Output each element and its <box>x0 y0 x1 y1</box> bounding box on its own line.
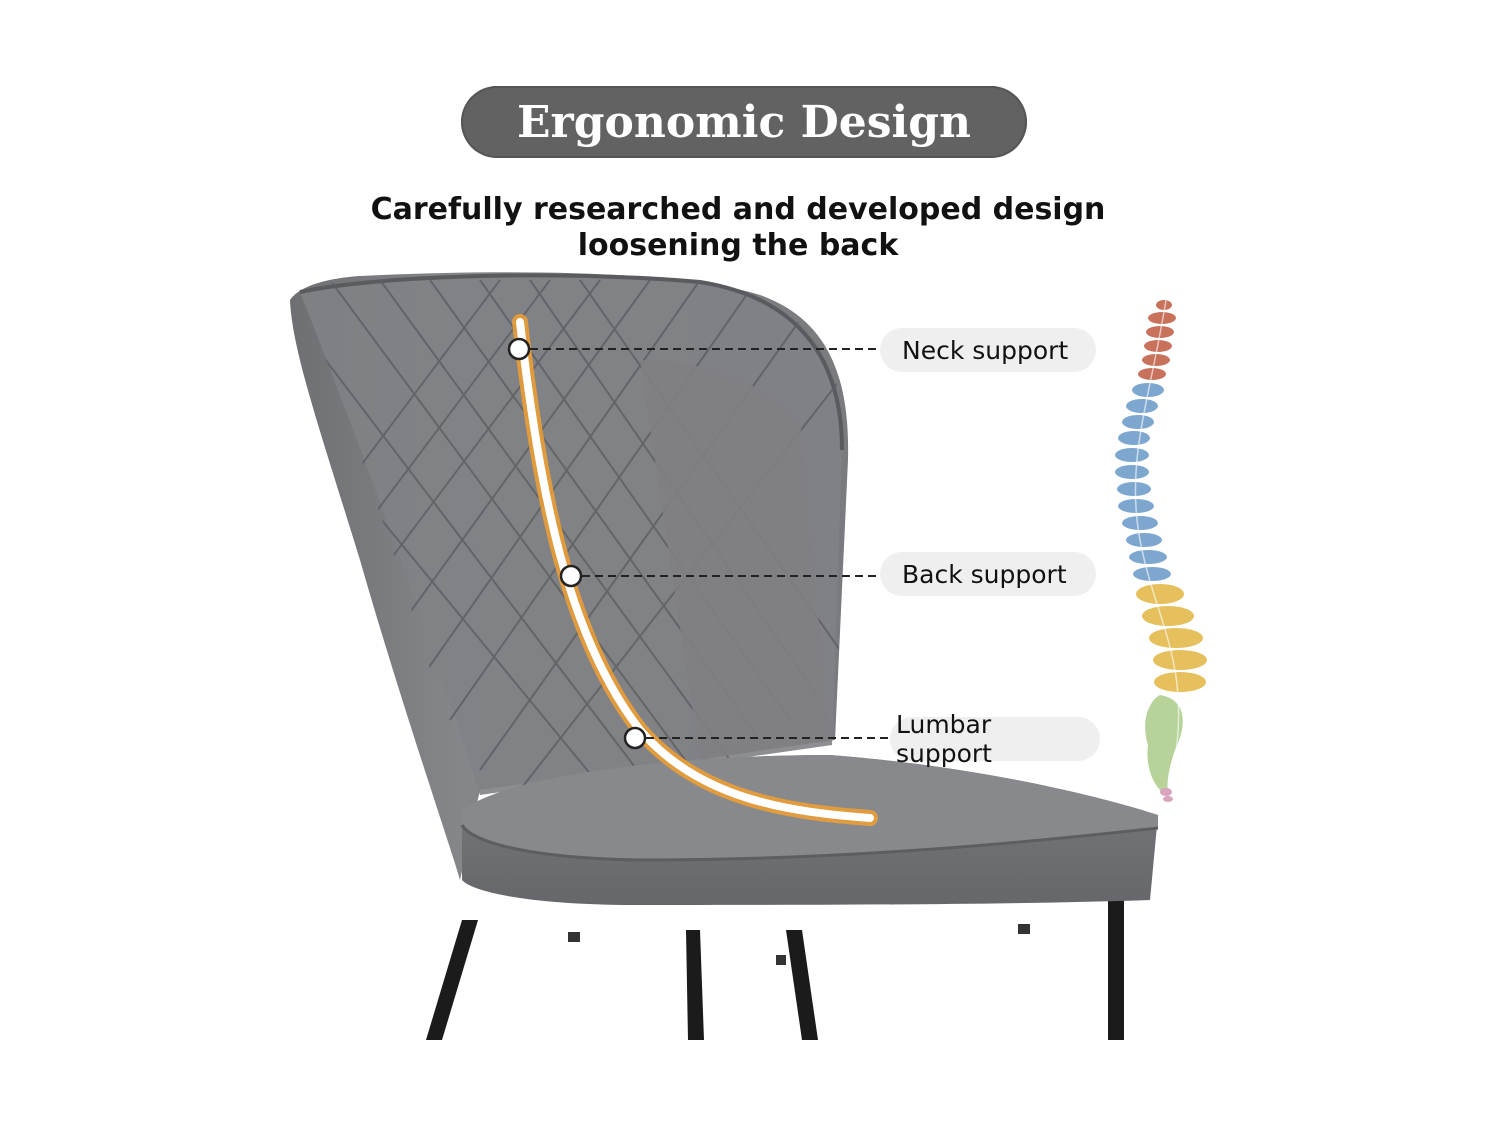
neck-point <box>507 337 531 361</box>
back-support-label: Back support <box>880 552 1096 596</box>
subtitle-line-1: Carefully researched and developed desig… <box>370 192 1106 227</box>
back-support-text: Back support <box>902 559 1067 589</box>
lumbar-support-label: Lumbar support <box>890 710 1100 768</box>
support-curve <box>512 314 878 826</box>
back-point <box>559 564 583 588</box>
spine-icon <box>1115 299 1207 802</box>
chair-legs <box>426 895 1124 1040</box>
neck-support-text: Neck support <box>902 335 1069 365</box>
neck-support-label: Neck support <box>880 328 1096 372</box>
lumbar-point <box>623 726 647 750</box>
page-title: Ergonomic Design <box>517 96 971 148</box>
title-badge: Ergonomic Design <box>461 86 1027 158</box>
lumbar-support-text: Lumbar support <box>896 710 992 768</box>
subtitle-line-2: loosening the back <box>577 228 899 263</box>
callout-dots <box>507 337 647 750</box>
subtitle: Carefully researched and developed desig… <box>300 192 1176 264</box>
chair-seat <box>460 755 1159 905</box>
callout-connectors <box>530 348 890 739</box>
